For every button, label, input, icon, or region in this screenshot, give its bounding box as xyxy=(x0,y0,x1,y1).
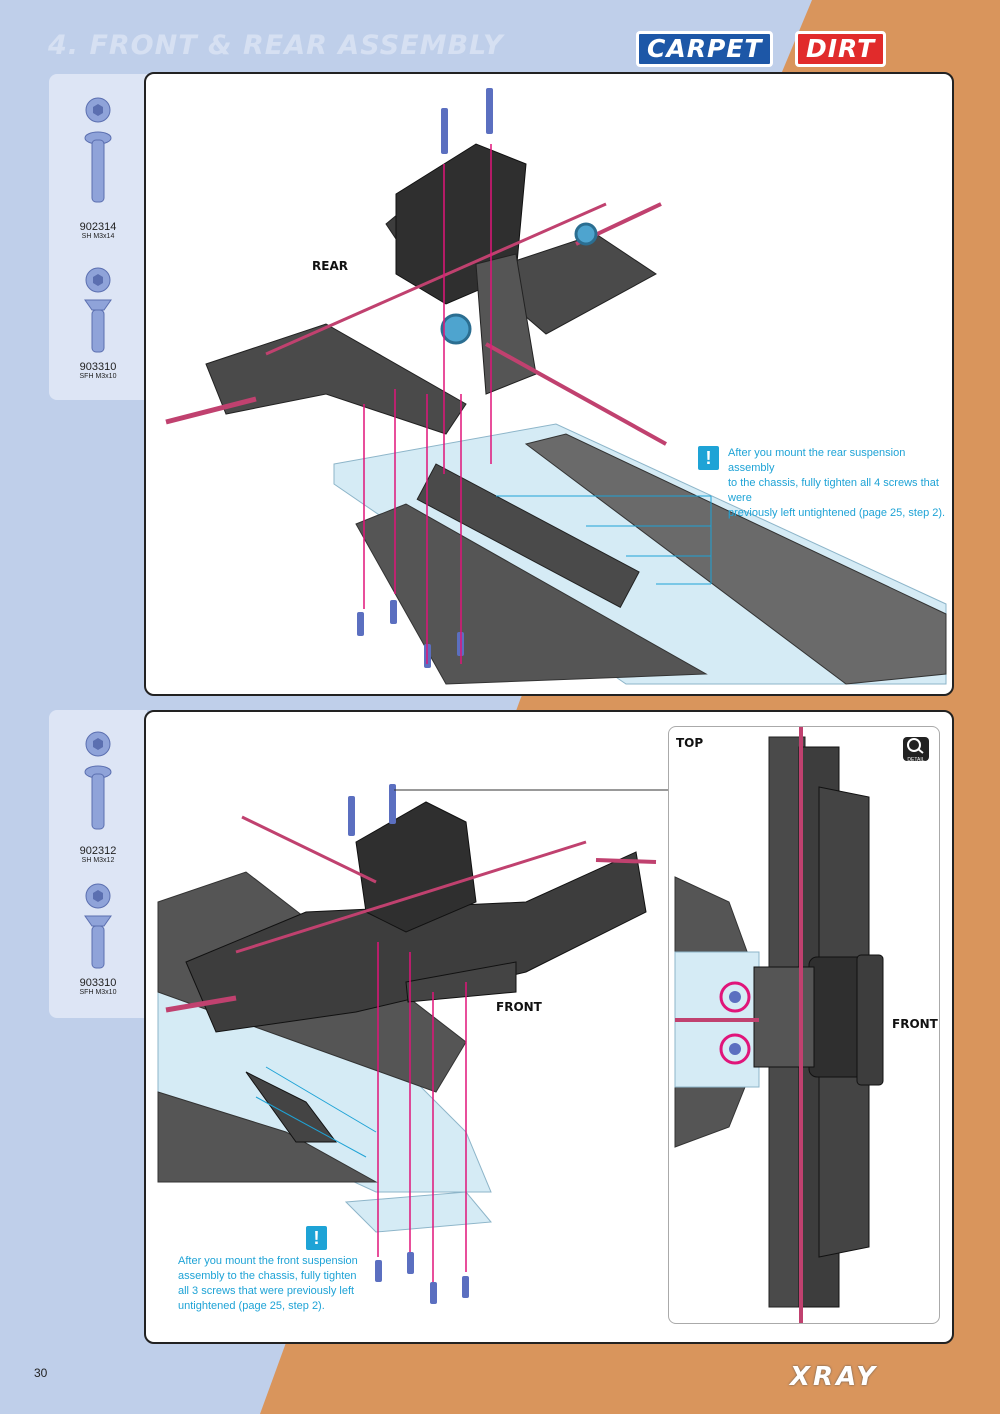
warning-icon: ! xyxy=(698,446,719,470)
screw-sfh-icon xyxy=(84,883,112,969)
magnifier-icon xyxy=(907,738,924,754)
note-line: previously left untightened (page 25, st… xyxy=(728,507,946,519)
top-view-front-label: FRONT xyxy=(892,1017,938,1031)
note-line: After you mount the front suspension xyxy=(178,1255,358,1267)
part-code: 903310 xyxy=(79,977,117,989)
note-line: After you mount the rear suspension asse… xyxy=(728,447,906,474)
rear-assembly-panel: REAR ! After you mount the rear suspensi… xyxy=(144,72,954,696)
top-view-detail-panel: TOP FRONT DETAIL xyxy=(668,726,940,1324)
rear-assembly-illustration xyxy=(165,88,947,685)
front-tighten-note: After you mount the front suspension ass… xyxy=(178,1254,358,1314)
front-assembly-illustration xyxy=(157,784,668,1304)
top-view-illustration xyxy=(674,727,884,1323)
part-code: 902312 xyxy=(79,845,117,857)
note-line: assembly to the chassis, fully tighten xyxy=(178,1270,357,1282)
note-line: untightened (page 25, step 2). xyxy=(178,1300,325,1312)
part-screw-sh: 902312 SH M3x12 xyxy=(49,730,147,864)
screw-sh-icon xyxy=(84,731,112,830)
part-code: 903310 xyxy=(79,361,117,373)
parts-column-bottom: 902312 SH M3x12 903310 SFH M3x10 xyxy=(49,710,147,1018)
front-assembly-panel: FRONT ! After you mount the front suspen… xyxy=(144,710,954,1344)
brand-logo: XRAY xyxy=(790,1362,879,1392)
note-line: to the chassis, fully tighten all 4 scre… xyxy=(728,477,939,504)
detail-icon: DETAIL xyxy=(903,737,929,763)
part-code: 902314 xyxy=(79,221,117,233)
part-desc: SH M3x12 xyxy=(81,857,115,864)
screw-sfh-icon xyxy=(84,267,112,353)
part-desc: SFH M3x10 xyxy=(79,373,117,380)
note-line: all 3 screws that were previously left xyxy=(178,1285,355,1297)
page-title: 4. FRONT & REAR ASSEMBLY xyxy=(48,30,504,61)
rear-label: REAR xyxy=(312,259,348,273)
part-screw-sfh: 903310 SFH M3x10 xyxy=(49,266,147,380)
page-number: 30 xyxy=(34,1366,48,1380)
part-desc: SH M3x14 xyxy=(81,233,115,240)
carpet-badge: CARPET xyxy=(636,31,774,67)
dirt-badge: DIRT xyxy=(795,31,887,67)
part-screw-sfh: 903310 SFH M3x10 xyxy=(49,882,147,996)
part-desc: SFH M3x10 xyxy=(79,989,117,996)
front-label: FRONT xyxy=(496,1000,542,1014)
rear-tighten-note: After you mount the rear suspension asse… xyxy=(728,446,948,521)
screw-sh-icon xyxy=(84,97,112,203)
warning-icon: ! xyxy=(306,1226,327,1250)
top-view-label: TOP xyxy=(676,736,704,750)
part-screw-sh: 902314 SH M3x14 xyxy=(49,96,147,240)
parts-column-top: 902314 SH M3x14 903310 SFH M3x10 xyxy=(49,74,147,400)
detail-icon-text: DETAIL xyxy=(907,757,925,763)
